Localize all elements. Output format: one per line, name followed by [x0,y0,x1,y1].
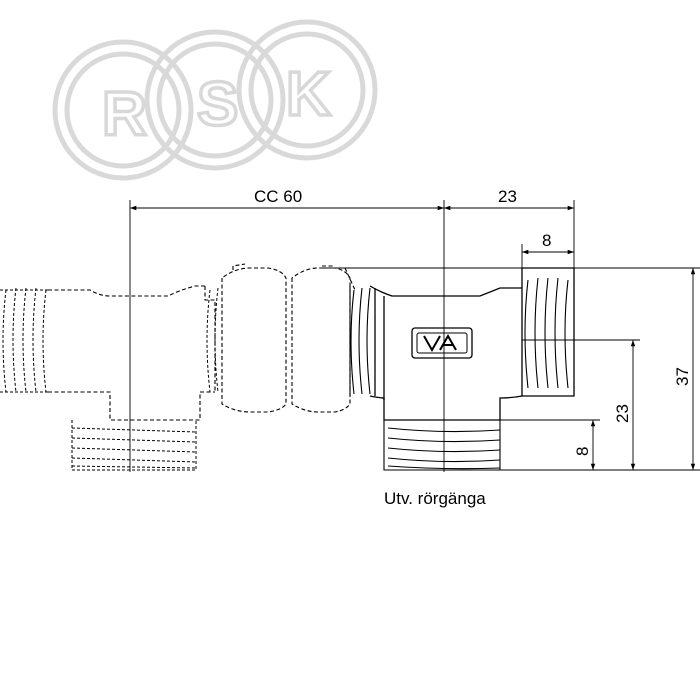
adjacent-fitting-outline [0,263,356,471]
dimension-height-thread: 8 [500,419,600,470]
dimension-cc-label: CC 60 [254,187,302,206]
dimension-cc: CC 60 [129,187,444,211]
thread-type-caption: Utv. rörgänga [384,489,486,508]
center-lines [129,200,445,472]
dimension-height-total: 37 [322,267,700,471]
dimension-height-total-label: 37 [673,367,692,386]
dimension-height-thread-label: 8 [573,447,592,456]
va-mark-icon [411,327,473,359]
dimension-height-outlet: 23 [522,339,640,470]
t-fitting-body [349,267,575,471]
dimension-thread-depth-top-label: 8 [542,231,551,250]
logo-ring-s [144,29,286,171]
dimension-thread-depth-top: 8 [521,231,574,288]
rsk-logo: R S K [52,19,378,181]
logo-letter-r: R [102,80,147,149]
dimension-outlet-width: 23 [444,187,575,268]
logo-ring-k [236,19,378,161]
logo-letter-s: S [197,70,238,139]
logo-ring-r [52,39,194,181]
dimension-height-outlet-label: 23 [613,404,632,423]
dimension-outlet-width-label: 23 [498,187,517,206]
logo-letter-k: K [286,60,331,129]
